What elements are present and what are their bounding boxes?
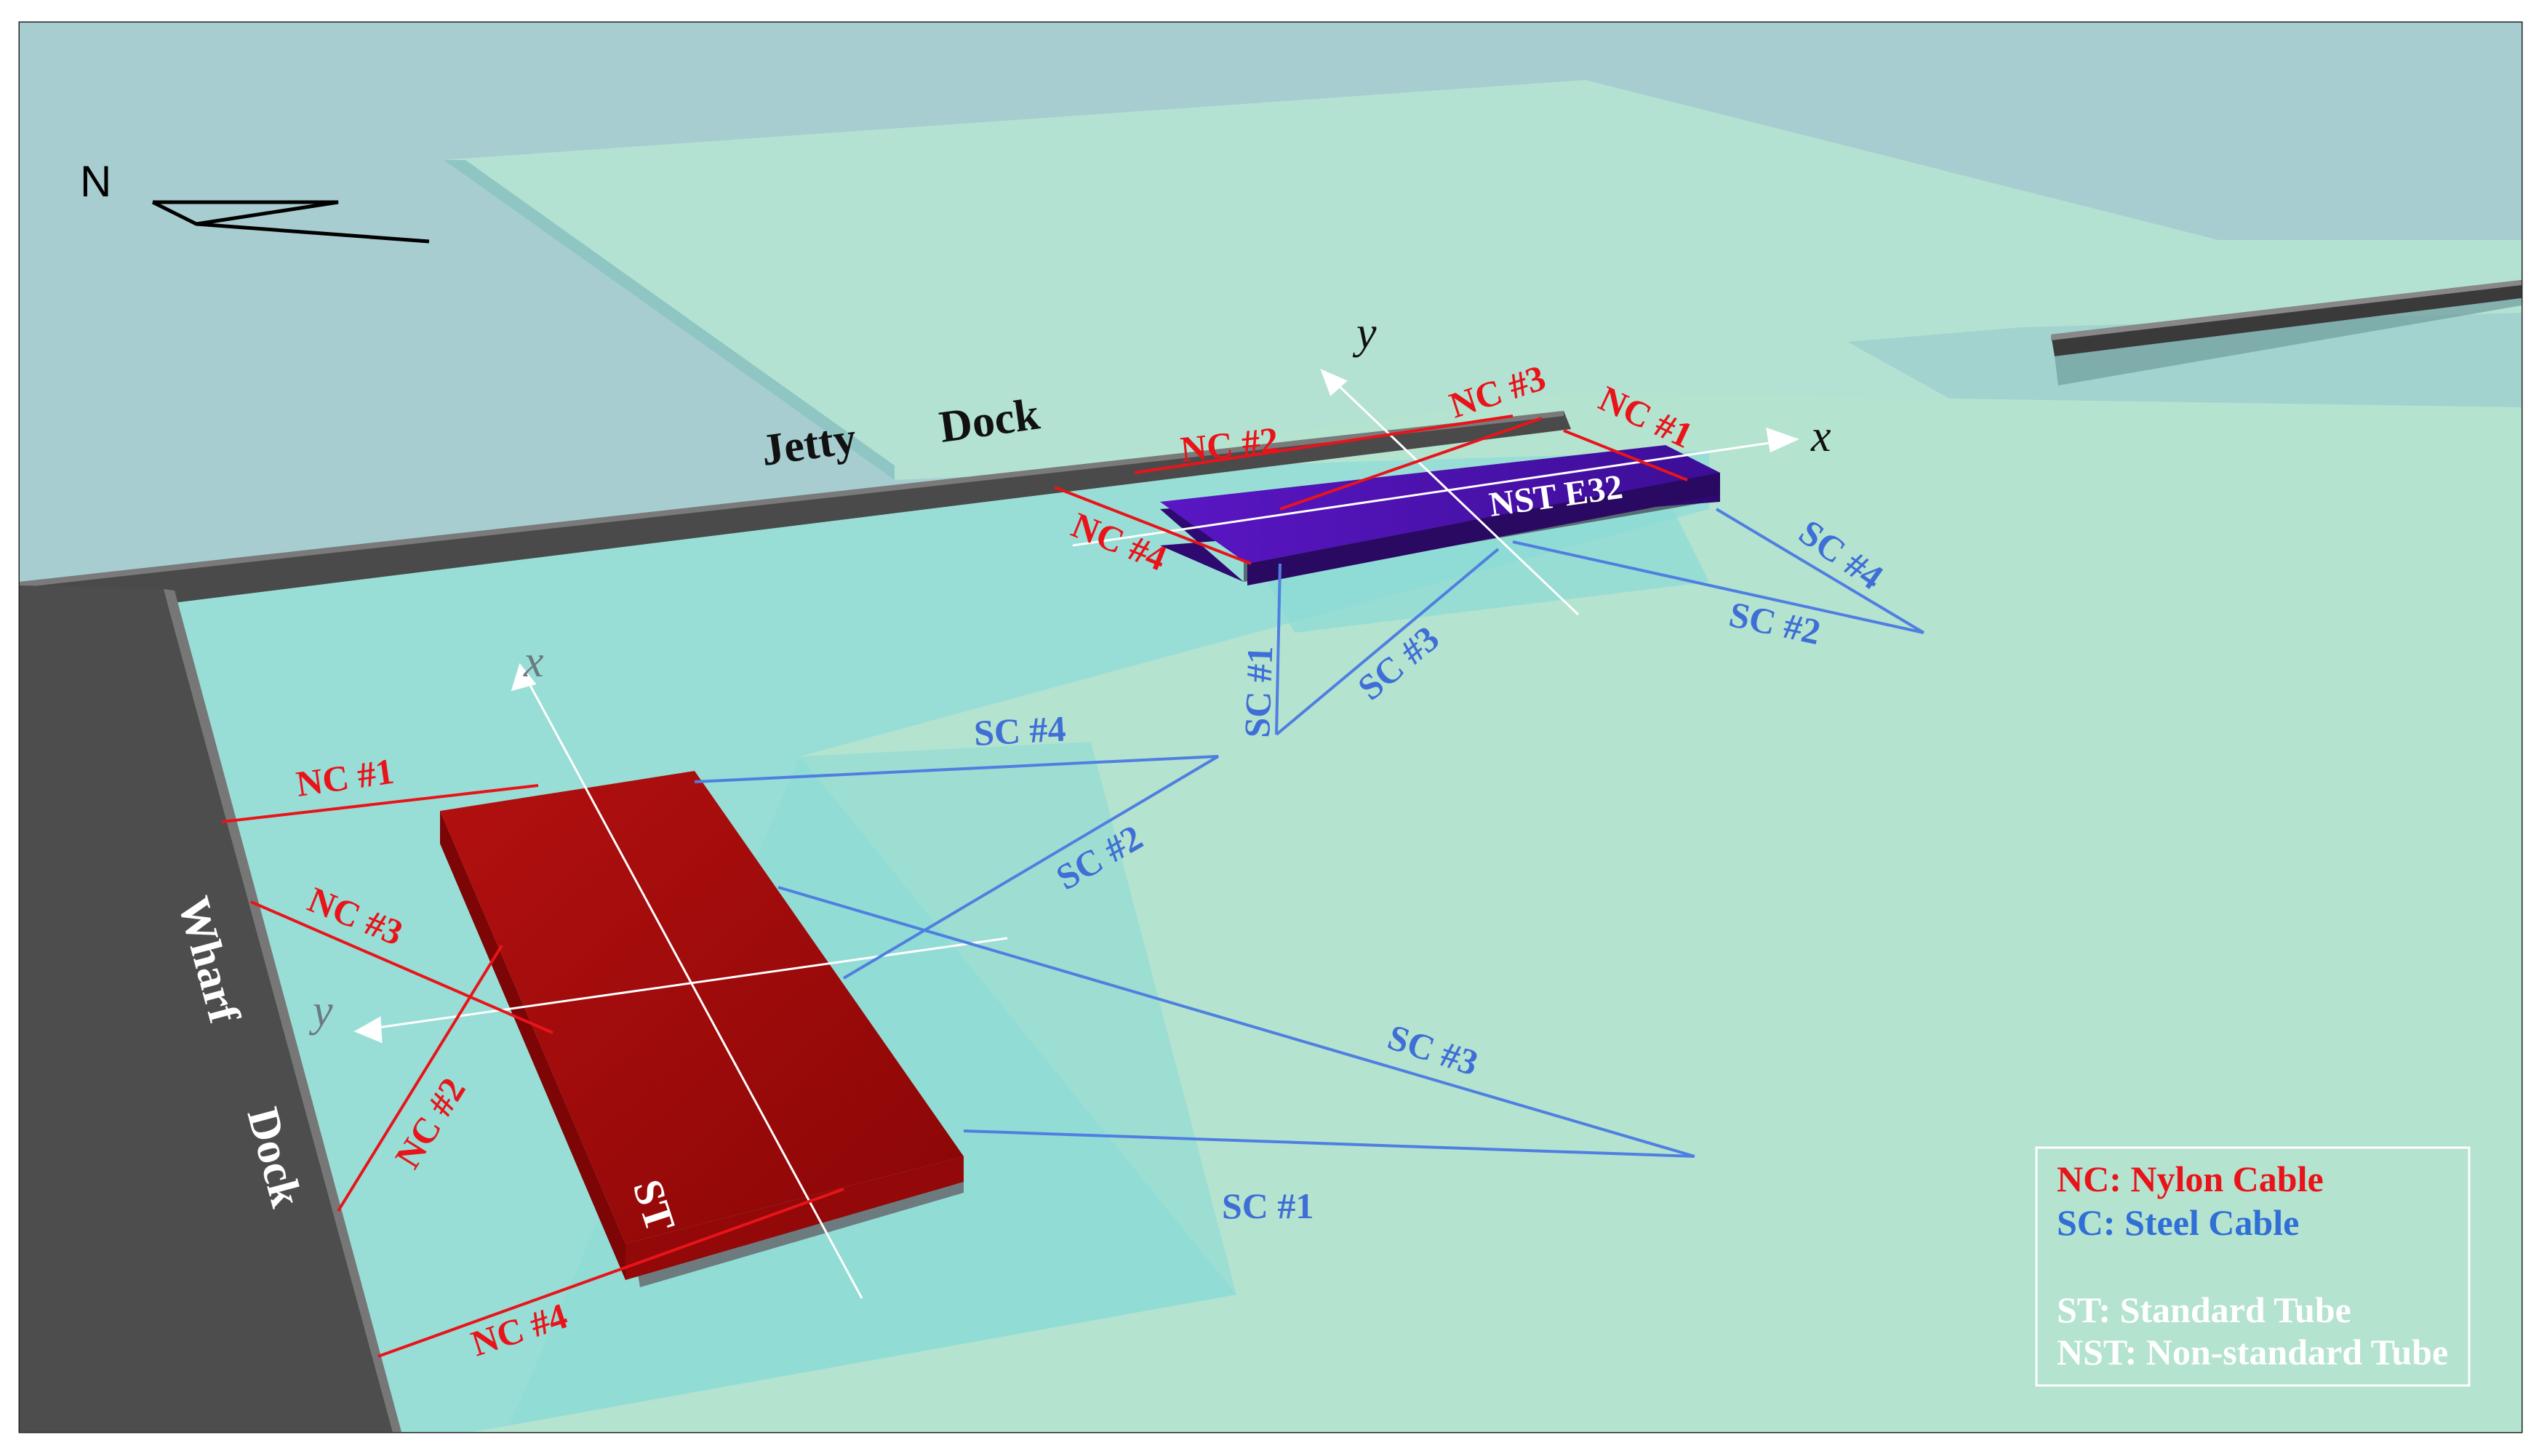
legend-st: ST: Standard Tube bbox=[2057, 1289, 2351, 1330]
nst-nylon-cable-3 bbox=[1279, 417, 1543, 511]
legend-nst: NST: Non-standard Tube bbox=[2057, 1332, 2448, 1372]
nst-axis-y-label: y bbox=[1352, 308, 1377, 358]
st-nylon-cable-1 bbox=[221, 784, 539, 823]
nst-sc-1-label: SC #1 bbox=[1236, 645, 1280, 738]
nst-steel-cable-2 bbox=[1512, 540, 1924, 634]
st-steel-cable-3 bbox=[777, 886, 1695, 1158]
nst-steel-cable-4 bbox=[1715, 508, 1925, 634]
st-steel-cable-1 bbox=[963, 1129, 1695, 1158]
nst-nylon-cables bbox=[1054, 415, 1688, 565]
legend-sc: SC: Steel Cable bbox=[2057, 1202, 2299, 1243]
nst-steel-cable-3 bbox=[1275, 548, 1500, 736]
nst-nylon-cable-2 bbox=[1134, 415, 1514, 474]
st-steel-cables bbox=[694, 755, 1695, 1158]
nst-nylon-cable-4 bbox=[1054, 486, 1252, 565]
nst-nylon-cable-1 bbox=[1563, 429, 1688, 481]
nst-axes bbox=[1072, 369, 1800, 616]
st-axis-x-label: x bbox=[523, 637, 544, 687]
nst-axis-x-label: x bbox=[1810, 412, 1831, 461]
far-jetty bbox=[2051, 280, 2522, 385]
st-steel-cable-4 bbox=[694, 755, 1220, 980]
legend-nc: NC: Nylon Cable bbox=[2057, 1159, 2324, 1199]
nst-steel-cable-1 bbox=[1275, 563, 1282, 735]
jetty-dock bbox=[20, 411, 1571, 604]
st-nylon-cable-3 bbox=[250, 900, 553, 1034]
legend-box bbox=[2035, 1146, 2471, 1387]
nst-steel-cables bbox=[1275, 508, 1925, 736]
north-arrow: N bbox=[80, 157, 430, 244]
st-axis-y-label: y bbox=[308, 986, 333, 1036]
st-nylon-cable-4 bbox=[377, 1188, 844, 1358]
st-tube-top bbox=[440, 771, 964, 1244]
st-nylon-cable-2 bbox=[337, 944, 503, 1212]
st-nylon-cables bbox=[221, 784, 844, 1358]
legend: NC: Nylon Cable SC: Steel Cable ST: Stan… bbox=[2035, 1146, 2471, 1387]
st-sc-4-label: SC #4 bbox=[973, 708, 1067, 753]
north-arrow-icon bbox=[151, 200, 339, 226]
wharf-dock bbox=[20, 585, 401, 1432]
st-sc-1-label: SC #1 bbox=[1222, 1185, 1314, 1226]
st-tube: ST bbox=[440, 771, 964, 1287]
nst-tube-top bbox=[1160, 445, 1720, 564]
north-label: N bbox=[80, 157, 111, 206]
upper-basin-rim bbox=[444, 160, 895, 480]
st-axes bbox=[353, 663, 1008, 1299]
